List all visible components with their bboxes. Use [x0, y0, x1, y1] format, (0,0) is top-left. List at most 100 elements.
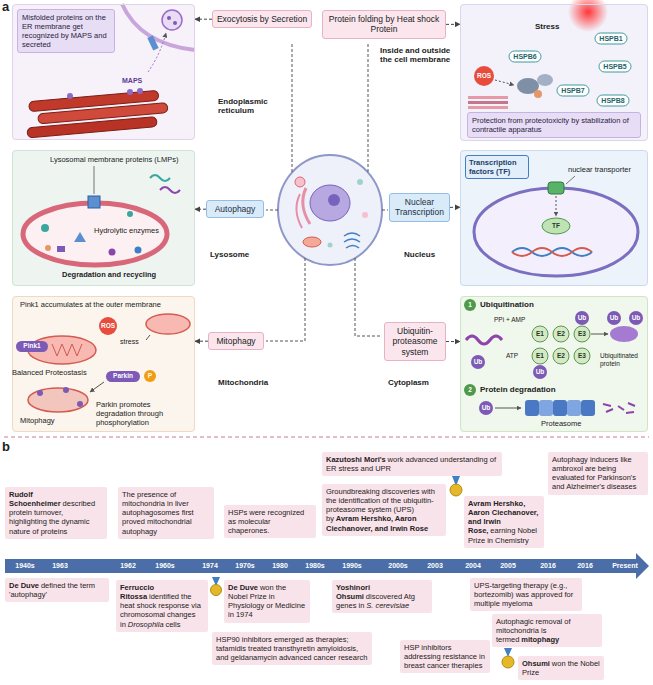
ubiquitin-drawing	[471, 355, 485, 369]
step-label: Protein degradation	[480, 385, 556, 395]
nucleus-drawing	[512, 248, 592, 256]
organelle-heading: Endoplasmic reticulum	[218, 97, 280, 115]
connector	[195, 19, 212, 20]
icon-label: 2	[464, 386, 476, 394]
timeline-box: Kazutoshi Mori'swork advanced understand…	[322, 452, 502, 476]
icon-label: Ub	[575, 314, 589, 322]
part-label: Balanced Proteostasis	[12, 368, 87, 377]
organelle-heading: Lysosome	[210, 250, 260, 259]
icon-label: E1	[532, 330, 548, 338]
panel-ground	[460, 4, 648, 141]
lysosome-drawing	[45, 245, 51, 251]
year-label: 2016	[532, 561, 564, 571]
nucleus-drawing	[474, 188, 638, 276]
panel-ground	[12, 4, 648, 432]
part-label: Pink1 accumulates at the outer membrane	[20, 300, 161, 309]
ubiquitin-drawing	[464, 384, 476, 396]
icon-label: P	[144, 372, 156, 380]
year-label: 2004	[457, 561, 489, 571]
nobel-medal	[502, 656, 514, 668]
part-label: Parkin promotes degradation through phos…	[96, 400, 192, 427]
organelle-heading: Mitochondria	[218, 378, 282, 387]
pathway-box: Autophagy	[206, 200, 264, 218]
panel-divider	[4, 437, 649, 438]
icon-label: Ub	[479, 404, 493, 412]
ubiquitin-drawing	[629, 311, 643, 325]
mitochondria-drawing	[106, 371, 140, 382]
timeline-text: HSP inhibitors addressing resistance in …	[404, 643, 485, 670]
mitochondria-drawing	[90, 382, 104, 392]
timeline-axis	[5, 553, 649, 579]
year-label: 2005	[492, 561, 524, 571]
box-text: Autophagy	[210, 204, 260, 214]
box-text: Ubiquitin-proteasome system	[388, 326, 442, 357]
lysosome-drawing	[127, 211, 133, 217]
icon-label: E3	[574, 352, 590, 360]
panel-ground	[12, 296, 195, 432]
ubiquitin-drawing	[466, 336, 502, 344]
cell-drawing	[278, 155, 382, 265]
nucleus-drawing	[548, 182, 564, 194]
year-label: 1990s	[336, 561, 368, 571]
endoplasmic-reticulum-drawing	[27, 117, 157, 138]
icon-label: Ub	[471, 358, 485, 366]
nucleus-drawing	[566, 176, 575, 184]
timeline-text: De Duve	[9, 581, 39, 590]
pathway-box: Protein folding by Heat shock Protein	[322, 10, 446, 39]
timeline-axis	[5, 559, 637, 573]
protein-label: MAPS	[122, 76, 142, 85]
year-label: 2003	[419, 561, 451, 571]
panel-ground	[460, 150, 648, 286]
organelle-heading: Inside and outside the cell membrane	[380, 46, 452, 64]
year-label: 2000s	[382, 561, 414, 571]
endoplasmic-reticulum-drawing	[173, 21, 177, 25]
year-label: 1963	[44, 561, 76, 571]
ubiquitin-drawing	[495, 408, 521, 409]
timeline-box: HSP inhibitors addressing resistance in …	[400, 640, 490, 673]
pathway-box: Mitophagy	[208, 332, 264, 350]
cell-drawing	[278, 155, 382, 265]
icon-label: E1	[532, 352, 548, 360]
timeline-text: Rudolf Schoenheimer	[9, 490, 61, 508]
timeline-text: Ohsumi	[522, 659, 550, 668]
endoplasmic-reticulum-drawing	[162, 10, 182, 30]
lysosome-panel: Lysosome	[12, 150, 195, 286]
lysosome-drawing	[23, 166, 180, 265]
endoplasmic-reticulum-drawing	[122, 4, 195, 50]
heat-shock-drawing	[534, 90, 542, 98]
er-panel: Endoplasmic reticulumMisfolded proteins …	[12, 4, 195, 140]
nucleus-drawing	[512, 248, 592, 256]
icon-label: Parkin	[106, 372, 140, 380]
endoplasmic-reticulum-drawing	[147, 35, 158, 50]
box-text: Nuclear Transcription	[393, 197, 446, 218]
timeline-text: De Duve	[228, 583, 258, 592]
mitochondria-drawing	[37, 390, 43, 396]
timeline-box: Ferruccio Ritossaidentified the heat sho…	[116, 580, 208, 632]
year-label: 1974	[194, 561, 226, 571]
part-label: Ubiquitinated protein	[600, 352, 646, 368]
step-label: Ubiquitination	[480, 300, 534, 310]
timeline-text: mitophagy	[521, 635, 559, 644]
box-text: Misfolded proteins on the ER membrane ge…	[22, 13, 110, 49]
pathway-box: Ubiquitin-proteasome system	[384, 322, 446, 361]
heat-shock-drawing	[468, 101, 508, 104]
panel-letter: b	[2, 439, 10, 454]
cell-link-lines	[355, 258, 382, 336]
panel-ground	[460, 296, 648, 432]
part-label: ATP	[506, 352, 518, 360]
icon-label: ROS	[99, 322, 117, 330]
timeline-box: De Duvedefined the term 'autophagy'	[5, 578, 109, 602]
timeline-text: Kazutoshi Mori's	[326, 455, 386, 464]
part-label: Lysosomal membrane proteins (LMPs)	[50, 155, 190, 164]
ubiquitin-drawing	[575, 311, 589, 325]
endoplasmic-reticulum-drawing	[127, 89, 133, 95]
timeline-text: UPS-targeting therapy (e.g., bortezomib)…	[474, 581, 573, 608]
timeline-text: cells	[165, 620, 180, 629]
heat-shock-drawing	[595, 33, 627, 44]
ubiquitin-drawing	[581, 400, 595, 416]
timeline-box: Ohsumiwon the Nobel Prize	[518, 656, 604, 680]
year-label: 1980s	[299, 561, 331, 571]
endoplasmic-reticulum-drawing	[167, 16, 171, 20]
ubiquitin-drawing	[553, 326, 569, 342]
lysosome-drawing	[160, 187, 180, 193]
